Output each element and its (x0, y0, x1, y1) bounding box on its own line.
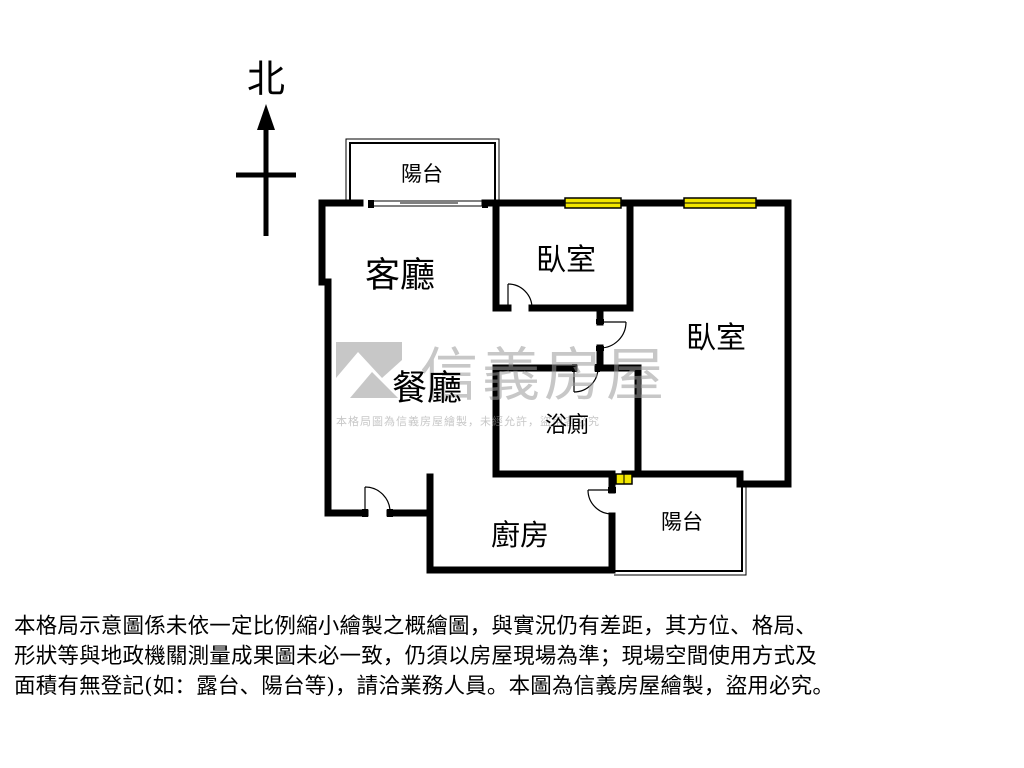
disclaimer-line: 面積有無登記(如：露台、陽台等)，請洽業務人員。本圖為信義房屋繪製，盜用必究。 (14, 674, 835, 699)
disclaimer-line: 本格局示意圖係未依一定比例縮小繪製之概繪圖，與實況仍有差距，其方位、格局、 (14, 614, 817, 639)
north-compass: 北 (236, 57, 296, 236)
room-label-dining-room: 餐廳 (392, 369, 462, 409)
doors (362, 283, 627, 517)
balcony-top (345, 138, 500, 201)
sliding-door (368, 200, 488, 208)
windows (564, 197, 757, 485)
watermark-notice: 本格局圖為信義房屋繪製，未經允許，盜用者必究 (336, 414, 600, 428)
room-label-balcony-bottom: 陽台 (661, 510, 703, 534)
room-label-bathroom: 浴廁 (545, 413, 589, 438)
door-small-bedroom (507, 283, 533, 309)
watermark-brand: 信義房屋 (420, 341, 668, 409)
room-label-kitchen: 廚房 (491, 518, 549, 552)
door-entry (362, 486, 393, 517)
brand-logo-icon (336, 342, 402, 400)
room-label-balcony-top: 陽台 (401, 162, 443, 186)
door-kitchen-balcony (587, 487, 616, 515)
floor-plan: 北 (236, 57, 792, 576)
north-label: 北 (247, 57, 285, 101)
watermark: 信義房屋 本格局圖為信義房屋繪製，未經允許，盜用者必究 (336, 341, 668, 428)
disclaimer: 本格局示意圖係未依一定比例縮小繪製之概繪圖，與實況仍有差距，其方位、格局、 形狀… (14, 612, 1014, 702)
north-arrow-icon (257, 104, 275, 130)
door-bathroom (572, 364, 600, 393)
room-label-living-room: 客廳 (365, 256, 435, 296)
disclaimer-line: 形狀等與地政機關測量成果圖未必一致，仍須以房屋現場為準；現場空間使用方式及 (14, 644, 817, 669)
door-large-bedroom (596, 319, 627, 351)
room-label-bedroom-large: 臥室 (686, 321, 746, 356)
balcony-bottom (614, 484, 747, 576)
room-label-bedroom-small: 臥室 (536, 243, 596, 278)
